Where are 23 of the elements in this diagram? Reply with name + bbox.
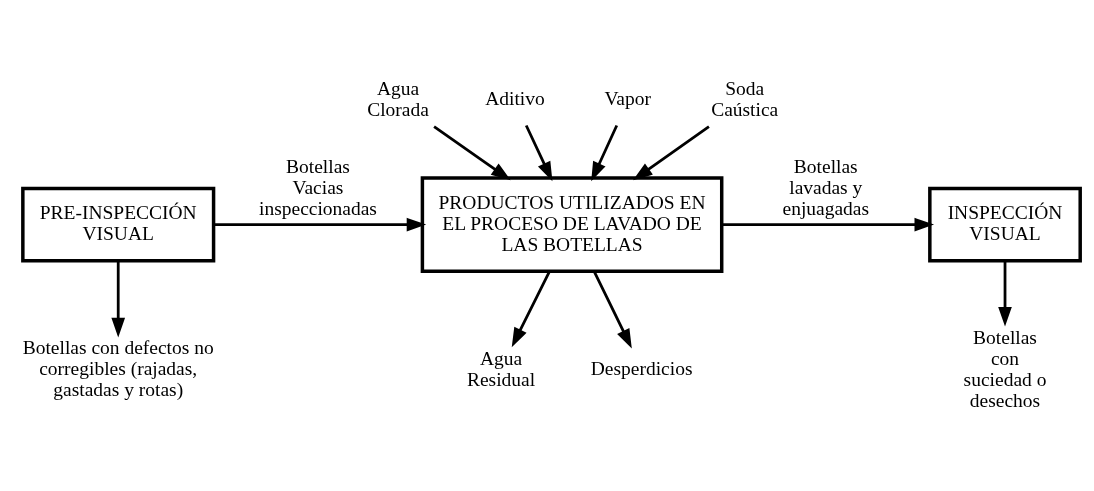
node-text: Agua Clorada — [367, 77, 429, 120]
node-text: Agua Residual — [466, 347, 536, 390]
node-box: PRODUCTOS UTILIZADOS EN EL PROCESO DE LAVADO DE LAS BOTELLAS — [420, 176, 724, 273]
node-text: Vapor — [604, 88, 652, 110]
node-text: Desperdicios — [590, 358, 693, 380]
node-box: PRE-INSPECCIÓN VISUAL — [21, 186, 216, 263]
arrow — [722, 217, 935, 232]
node-box: INSPECCIÓN VISUAL — [928, 186, 1082, 263]
arrow — [511, 270, 551, 348]
arrow — [998, 260, 1012, 327]
node-text: Botellas con suciedad o desechos — [963, 326, 1047, 411]
arrow — [433, 125, 511, 181]
arrow — [213, 217, 427, 232]
arrow — [111, 260, 126, 338]
edge-label: Botellas lavadas y enjuagadas — [782, 156, 870, 220]
node-text: Botellas con defectos no corregibles (rajadas, gastadas y rotas) — [22, 337, 214, 401]
node-text: Soda Caústica — [711, 77, 779, 120]
arrow — [593, 270, 632, 349]
arrow — [525, 124, 553, 182]
node-text: Aditivo — [485, 88, 545, 110]
arrow — [632, 125, 710, 181]
arrow — [591, 124, 618, 182]
edge-label: Botellas Vacias inspeccionadas — [259, 156, 377, 220]
